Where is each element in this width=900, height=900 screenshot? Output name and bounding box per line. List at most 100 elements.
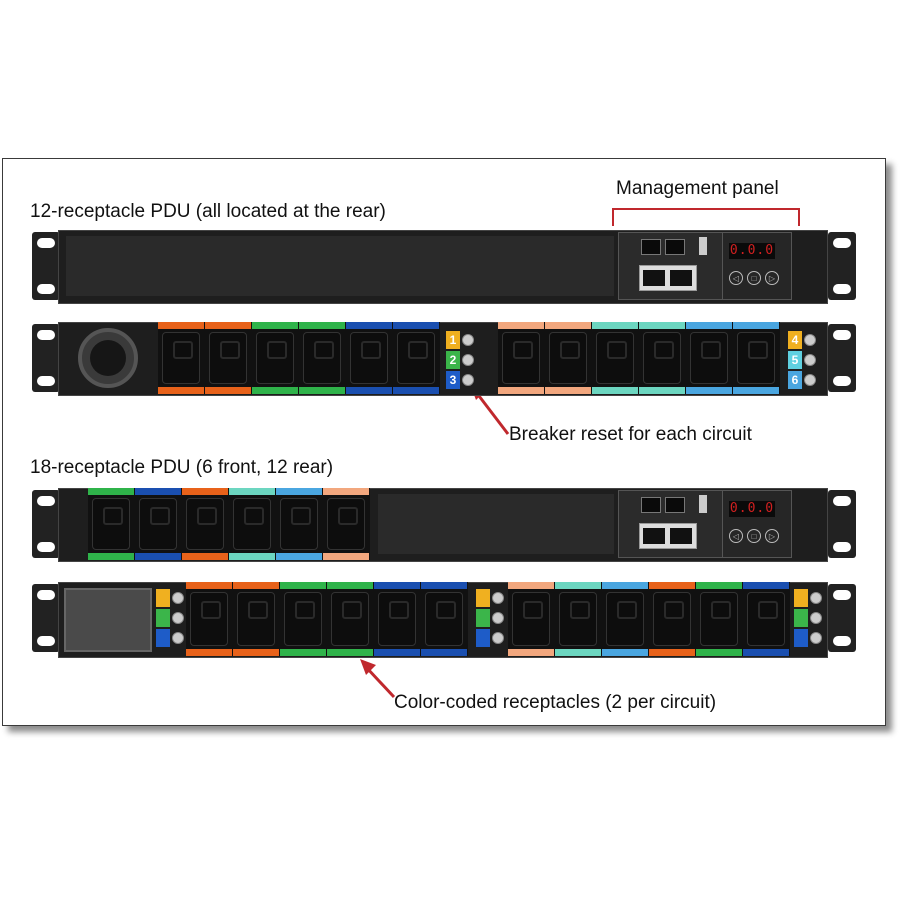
receptacle[interactable] [733, 322, 779, 394]
breaker-reset-button[interactable] [810, 612, 822, 624]
breaker-reset-button[interactable] [462, 334, 474, 346]
breaker-number: 4 [788, 331, 802, 349]
rack-ear [828, 490, 856, 558]
ethernet-ports[interactable] [639, 265, 697, 291]
rack-ear [32, 490, 60, 558]
receptacle[interactable] [374, 582, 420, 656]
management-panel-bracket [612, 208, 800, 226]
receptacle[interactable] [696, 582, 742, 656]
breaker-number: 1 [446, 331, 460, 349]
receptacle[interactable] [743, 582, 789, 656]
receptacle[interactable] [592, 322, 638, 394]
usb-port[interactable] [699, 495, 707, 513]
receptacle[interactable] [229, 488, 275, 560]
receptacle[interactable] [276, 488, 322, 560]
breaker-number: 2 [446, 351, 460, 369]
rack-ear [32, 584, 60, 652]
usb-port[interactable] [699, 237, 707, 255]
management-module [618, 232, 724, 300]
receptacle[interactable] [639, 322, 685, 394]
breaker-reset-button[interactable] [810, 592, 822, 604]
receptacle[interactable] [205, 322, 251, 394]
breaker-column-right: 4 5 6 [788, 330, 816, 390]
rack-ear [828, 232, 856, 300]
receptacle-bank-right [508, 582, 790, 656]
breaker-reset-button[interactable] [804, 354, 816, 366]
ethernet-ports[interactable] [639, 523, 697, 549]
pdu18-title: 18-receptacle PDU (6 front, 12 rear) [30, 457, 334, 478]
select-button-icon[interactable]: □ [747, 529, 761, 543]
receptacle[interactable] [323, 488, 369, 560]
breaker-reset-button[interactable] [462, 374, 474, 386]
rack-ear [828, 584, 856, 652]
receptacle[interactable] [252, 322, 298, 394]
receptacle[interactable] [158, 322, 204, 394]
right-button-icon[interactable]: ▷ [765, 529, 779, 543]
display-module: 0.0.0 ◁ □ ▷ [722, 232, 792, 300]
breaker-reset-button[interactable] [172, 612, 184, 624]
breaker-reset-button[interactable] [492, 592, 504, 604]
receptacle[interactable] [555, 582, 601, 656]
breaker-column-left [156, 588, 184, 648]
right-button-icon[interactable]: ▷ [765, 271, 779, 285]
receptacle[interactable] [88, 488, 134, 560]
receptacle[interactable] [545, 322, 591, 394]
serial-port[interactable] [665, 239, 685, 255]
receptacle-bank-right [498, 322, 780, 394]
left-button-icon[interactable]: ◁ [729, 529, 743, 543]
led-display: 0.0.0 [729, 243, 775, 259]
led-display: 0.0.0 [729, 501, 775, 517]
power-inlet [78, 328, 138, 388]
receptacle[interactable] [233, 582, 279, 656]
receptacle[interactable] [649, 582, 695, 656]
receptacle[interactable] [393, 322, 439, 394]
receptacle[interactable] [182, 488, 228, 560]
receptacle[interactable] [186, 582, 232, 656]
breaker-reset-button[interactable] [172, 632, 184, 644]
receptacle-bank-front [88, 488, 370, 560]
breaker-reset-label: Breaker reset for each circuit [509, 424, 752, 445]
color-coded-arrow [360, 659, 396, 699]
breaker-reset-button[interactable] [172, 592, 184, 604]
breaker-column-right [794, 588, 822, 648]
vent-panel [378, 494, 614, 554]
receptacle[interactable] [686, 322, 732, 394]
breaker-reset-button[interactable] [810, 632, 822, 644]
breaker-number: 6 [788, 371, 802, 389]
serial-port[interactable] [641, 497, 661, 513]
receptacle-bank-left [186, 582, 468, 656]
management-module [618, 490, 724, 558]
breaker-reset-button[interactable] [492, 612, 504, 624]
breaker-column-left: 1 2 3 [446, 330, 474, 390]
receptacle[interactable] [280, 582, 326, 656]
breaker-number: 5 [788, 351, 802, 369]
rack-ear [828, 324, 856, 392]
breaker-reset-button[interactable] [462, 354, 474, 366]
management-panel-label: Management panel [616, 178, 779, 199]
pdu12-title: 12-receptacle PDU (all located at the re… [30, 201, 386, 222]
vent-panel [66, 236, 614, 296]
receptacle[interactable] [508, 582, 554, 656]
receptacle[interactable] [498, 322, 544, 394]
breaker-reset-button[interactable] [492, 632, 504, 644]
receptacle[interactable] [135, 488, 181, 560]
rack-ear [32, 324, 60, 392]
receptacle[interactable] [421, 582, 467, 656]
breaker-number: 3 [446, 371, 460, 389]
breaker-reset-button[interactable] [804, 334, 816, 346]
receptacle-bank-left [158, 322, 440, 394]
left-button-icon[interactable]: ◁ [729, 271, 743, 285]
select-button-icon[interactable]: □ [747, 271, 761, 285]
serial-port[interactable] [641, 239, 661, 255]
breaker-reset-button[interactable] [804, 374, 816, 386]
display-module: 0.0.0 ◁ □ ▷ [722, 490, 792, 558]
receptacle[interactable] [327, 582, 373, 656]
color-coded-label: Color-coded receptacles (2 per circuit) [394, 692, 717, 713]
receptacle[interactable] [299, 322, 345, 394]
breaker-column-middle [476, 588, 504, 648]
rack-ear [32, 232, 60, 300]
receptacle[interactable] [602, 582, 648, 656]
serial-port[interactable] [665, 497, 685, 513]
power-inlet [64, 588, 152, 652]
receptacle[interactable] [346, 322, 392, 394]
